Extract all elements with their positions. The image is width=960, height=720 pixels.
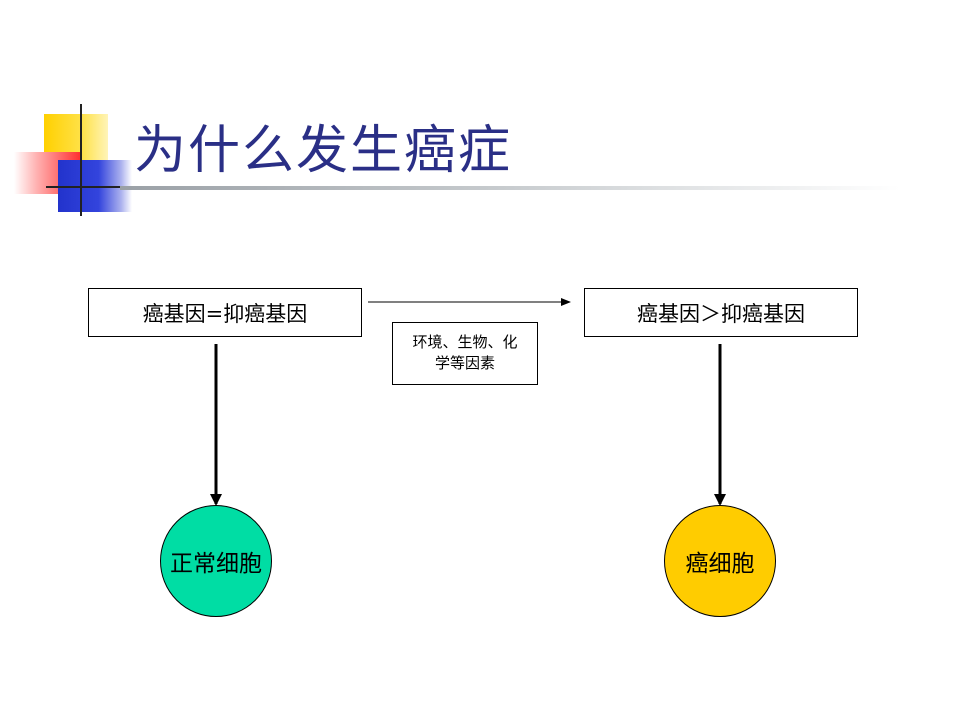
title-underline	[120, 186, 900, 190]
cancer-cell-label: 癌细胞	[685, 551, 755, 577]
imbalanced-genes-box: 癌基因＞抑癌基因	[584, 288, 858, 337]
slide-title: 为什么发生癌症	[134, 121, 513, 181]
logo-vertical-line	[80, 104, 82, 216]
imbalanced-genes-label: 癌基因＞抑癌基因	[637, 301, 805, 326]
normal-cell-circle: 正常细胞	[160, 505, 272, 617]
logo-horizontal-line	[46, 186, 130, 188]
factors-line-2: 学等因素	[434, 354, 495, 372]
cancer-cell-circle: 癌细胞	[664, 505, 776, 617]
balanced-genes-box: 癌基因=抑癌基因	[88, 288, 362, 337]
factors-box: 环境、生物、化 学等因素	[392, 322, 538, 385]
normal-cell-label: 正常细胞	[170, 551, 262, 577]
factors-line-1: 环境、生物、化	[412, 333, 518, 351]
balanced-genes-label: 癌基因=抑癌基因	[142, 301, 308, 326]
